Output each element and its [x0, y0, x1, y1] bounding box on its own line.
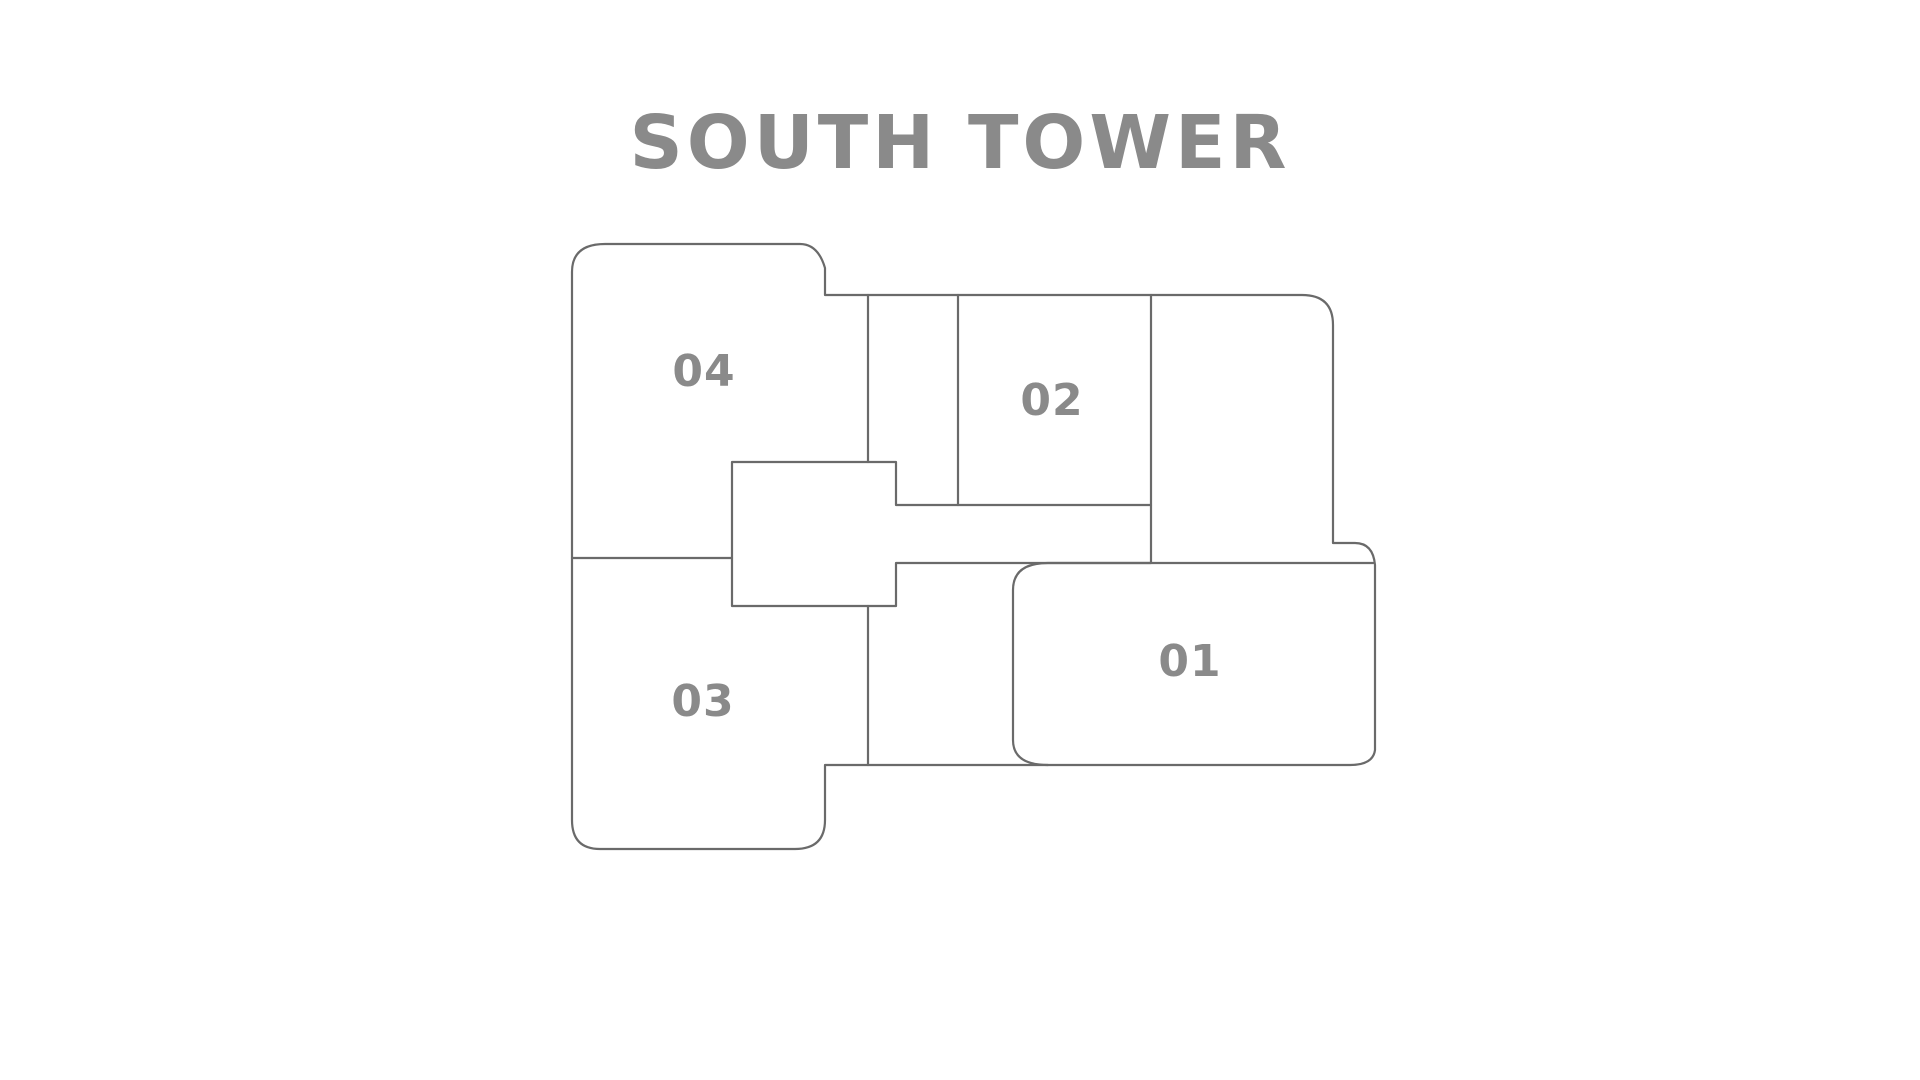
unit-04-label: 04: [672, 346, 735, 397]
unit-04[interactable]: 04: [570, 244, 868, 555]
unit-01-label: 01: [1158, 636, 1221, 687]
tower-title: SOUTH TOWER: [629, 100, 1291, 186]
unit-03-label: 03: [671, 676, 734, 727]
unit-02[interactable]: 02: [958, 295, 1151, 505]
wall-unit-02: [956, 293, 1153, 507]
unit-01[interactable]: 01: [1012, 562, 1373, 765]
unit-03[interactable]: 03: [570, 558, 868, 849]
wall-unit-01: [1011, 561, 1375, 767]
outer-wall: [570, 242, 1377, 851]
unit-02-label: 02: [1020, 375, 1083, 426]
